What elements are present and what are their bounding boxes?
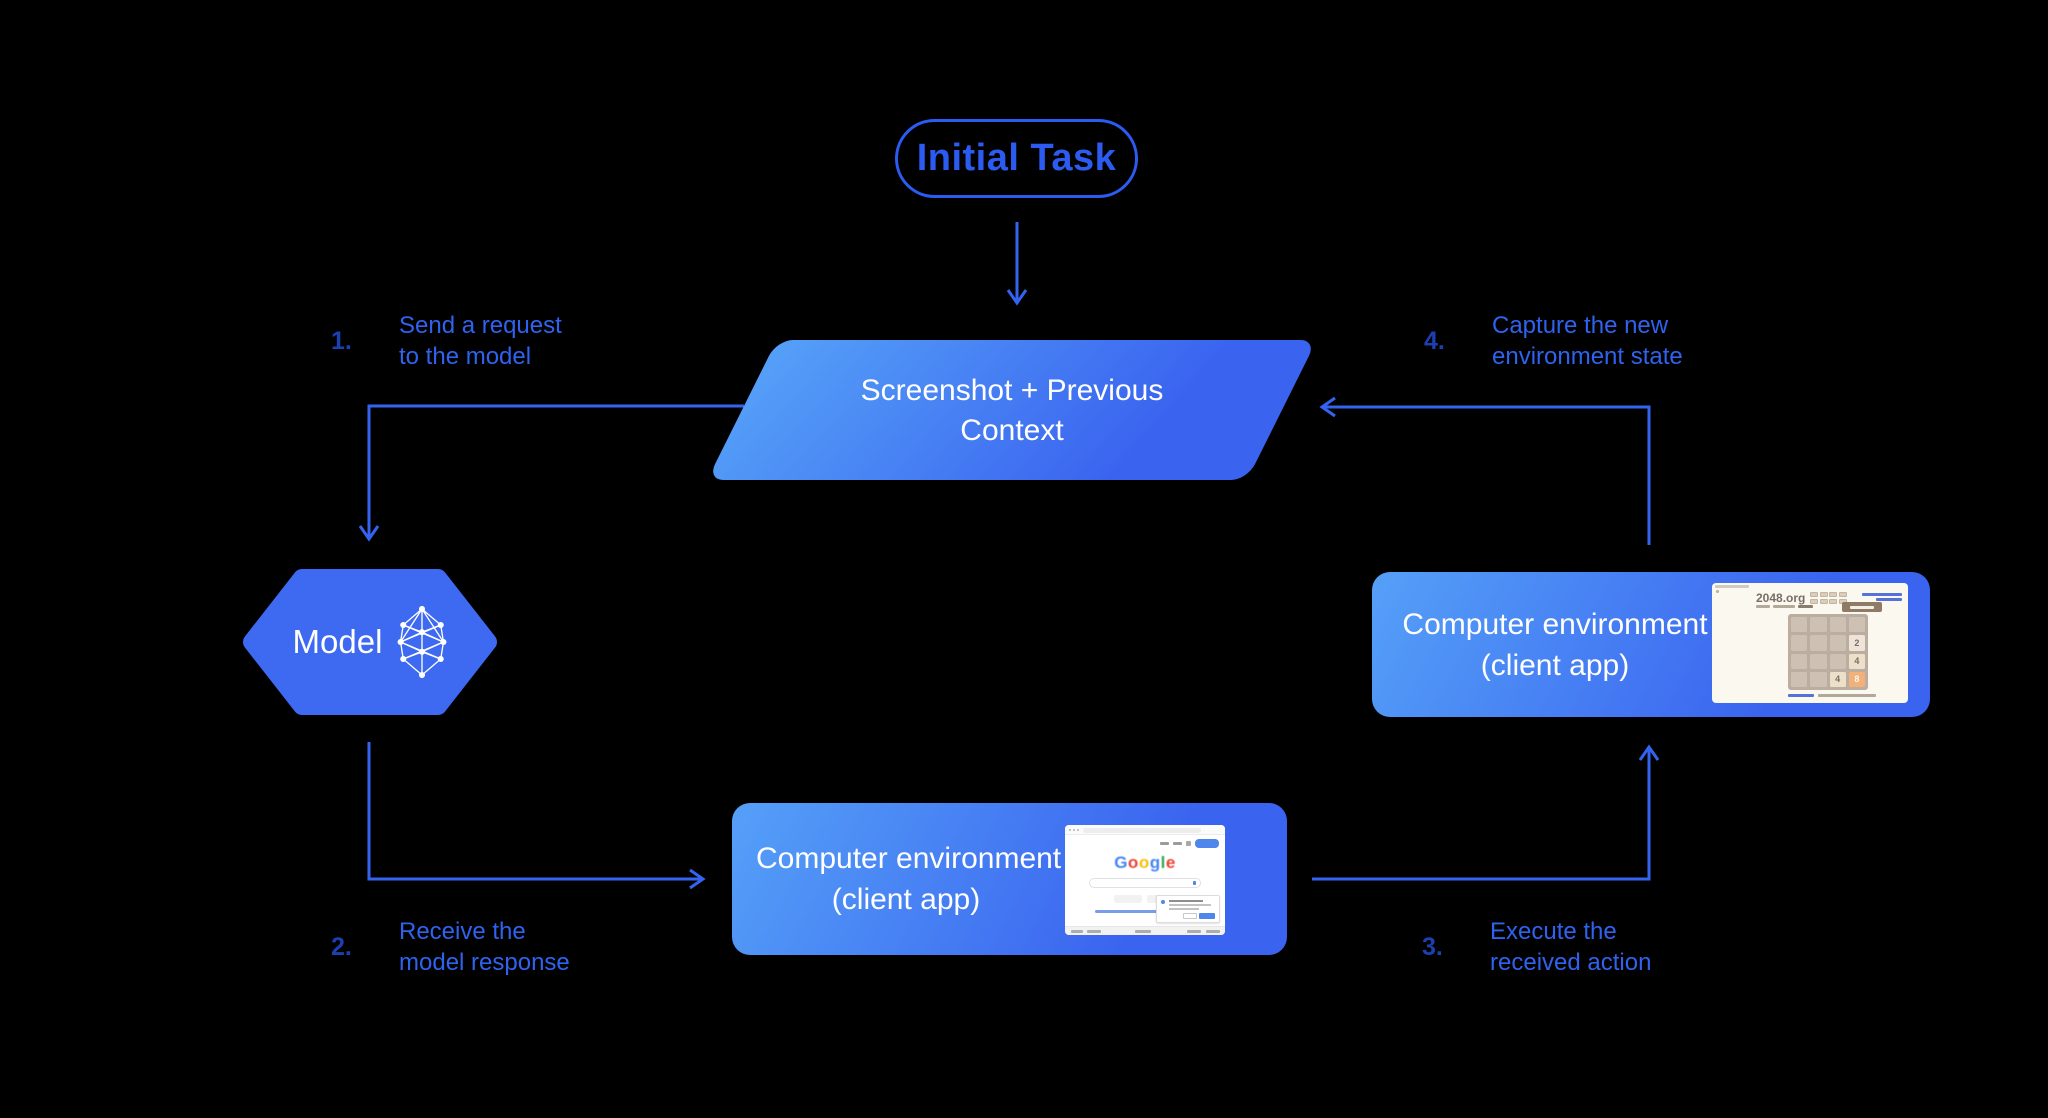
tile-8: 8 — [1848, 671, 1865, 687]
tile-2: 2 — [1848, 635, 1865, 651]
neural-network-icon — [397, 605, 447, 679]
mic-icon — [1193, 881, 1196, 885]
gmail-link — [1160, 842, 1169, 845]
score-board — [1810, 592, 1847, 604]
game-subtitle — [1756, 605, 1813, 608]
step-text-4: Capture the new environment state — [1492, 312, 1683, 370]
step-label-2: 2. Receive the model response — [331, 916, 570, 978]
browser-tab — [1715, 585, 1749, 588]
top-links — [1862, 593, 1902, 601]
step-label-3: 3. Execute the received action — [1422, 916, 1651, 978]
model-content: Model — [238, 566, 502, 718]
tile-4: 4 — [1829, 671, 1846, 687]
google-top-links — [1160, 839, 1219, 848]
step-text-2: Receive the model response — [399, 918, 570, 976]
google-logo: Google — [1114, 853, 1176, 872]
step-text-1: Send a request to the model — [399, 312, 562, 370]
empty-cell — [1791, 671, 1808, 687]
site-title: 2048.org — [1756, 591, 1806, 605]
language-offer-link — [1095, 910, 1195, 913]
empty-cell — [1810, 617, 1827, 633]
empty-cell — [1791, 653, 1808, 669]
step-text-3: Execute the received action — [1490, 918, 1652, 976]
dialog-text-line — [1169, 900, 1203, 902]
empty-cell — [1791, 635, 1808, 651]
dialog-text-line — [1169, 904, 1211, 906]
arrow-env-to-screenshot — [1319, 396, 1651, 545]
page-footer — [1065, 926, 1225, 935]
arrow-screenshot-to-model — [358, 404, 744, 542]
step-number-1: 1. — [331, 326, 352, 355]
initial-task-label: Initial Task — [916, 137, 1117, 179]
window-control-dot — [1077, 829, 1079, 831]
model-node — [243, 569, 497, 715]
arrow-env-to-env — [1312, 744, 1660, 881]
dialog-primary-button — [1199, 913, 1215, 919]
step-number-3: 3. — [1422, 932, 1443, 961]
window-control-dot — [1069, 829, 1071, 831]
bookmark-icon — [1716, 590, 1719, 593]
screenshot-context-label: Screenshot + Previous Context — [860, 374, 1164, 447]
empty-cell — [1810, 653, 1827, 669]
step-number-4: 4. — [1424, 326, 1445, 355]
computer-env-bottom-node: Computer environment (client app) Google — [732, 803, 1287, 955]
computer-env-bottom-label: Computer environment (client app) — [756, 842, 1062, 916]
step-label-1: 1. Send a request to the model — [331, 310, 562, 372]
empty-cell — [1810, 635, 1827, 651]
search-bar — [1089, 878, 1201, 888]
tile-4: 4 — [1848, 653, 1865, 669]
dialog-text-line — [1169, 908, 1199, 910]
empty-cell — [1829, 635, 1846, 651]
step-label-4: 4. Capture the new environment state — [1424, 310, 1683, 372]
step-number-2: 2. — [331, 932, 352, 961]
arrow-model-to-env — [367, 742, 706, 890]
computer-env-right-node: Computer environment (client app) 2048.o… — [1372, 572, 1930, 717]
computer-env-right-label: Computer environment (client app) — [1402, 607, 1708, 682]
empty-cell — [1829, 617, 1846, 633]
dialog-secondary-button — [1183, 913, 1197, 919]
google-homepage-thumbnail: Google — [1065, 825, 1225, 935]
google-search-button — [1113, 895, 1142, 903]
window-control-dot — [1073, 829, 1075, 831]
game-footer-links — [1788, 694, 1876, 697]
address-bar — [1083, 828, 1201, 833]
browser-toolbar — [1065, 825, 1225, 835]
sign-in-button — [1195, 839, 1219, 848]
empty-cell — [1848, 617, 1865, 633]
dialog-icon — [1161, 900, 1165, 904]
apps-grid-icon — [1186, 841, 1191, 846]
game-grid-2048: 2 4 4 8 — [1788, 614, 1868, 690]
empty-cell — [1791, 617, 1808, 633]
empty-cell — [1810, 671, 1827, 687]
game-2048-thumbnail: 2048.org 2 — [1712, 583, 1908, 703]
empty-cell — [1829, 653, 1846, 669]
model-label: Model — [292, 623, 383, 660]
initial-task-node: Initial Task — [895, 119, 1138, 198]
cookie-dialog — [1156, 895, 1220, 923]
images-link — [1173, 842, 1182, 845]
new-game-button — [1842, 602, 1882, 612]
